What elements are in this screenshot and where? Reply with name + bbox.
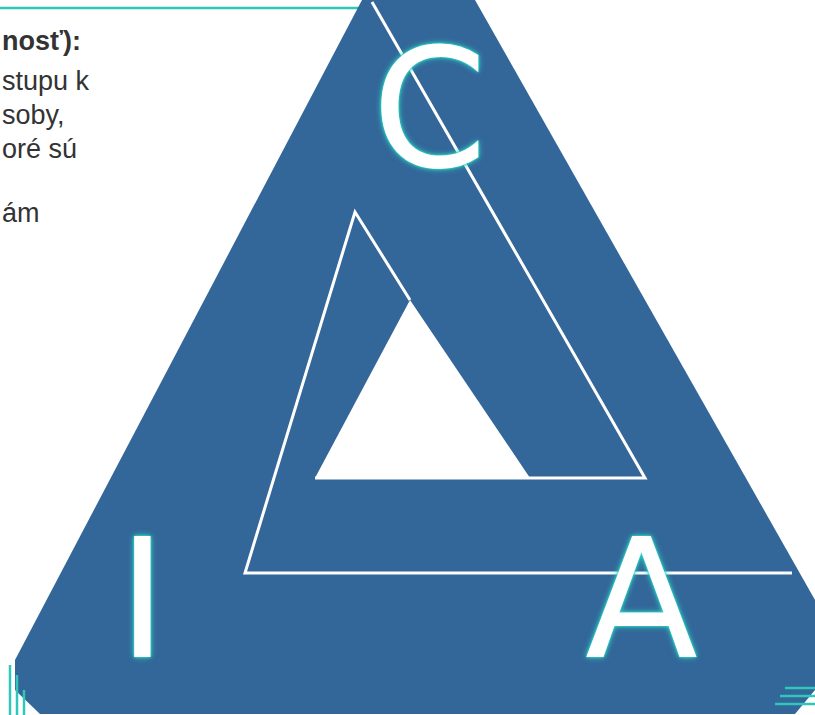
heading-fragment: nosť): (2, 28, 81, 55)
triad-letter: C (372, 28, 487, 193)
text-fragment: soby, (2, 102, 65, 129)
triad-letter: I (118, 518, 167, 683)
bar-edges (245, 2, 792, 573)
triangle-body (15, 0, 815, 714)
triad-letter: A (585, 518, 698, 683)
triangle-hole (315, 300, 530, 478)
accent-line (0, 7, 376, 10)
text-fragment: ám (2, 200, 40, 227)
text-fragment: stupu k (2, 68, 89, 95)
text-fragment: oré sú (2, 136, 77, 163)
